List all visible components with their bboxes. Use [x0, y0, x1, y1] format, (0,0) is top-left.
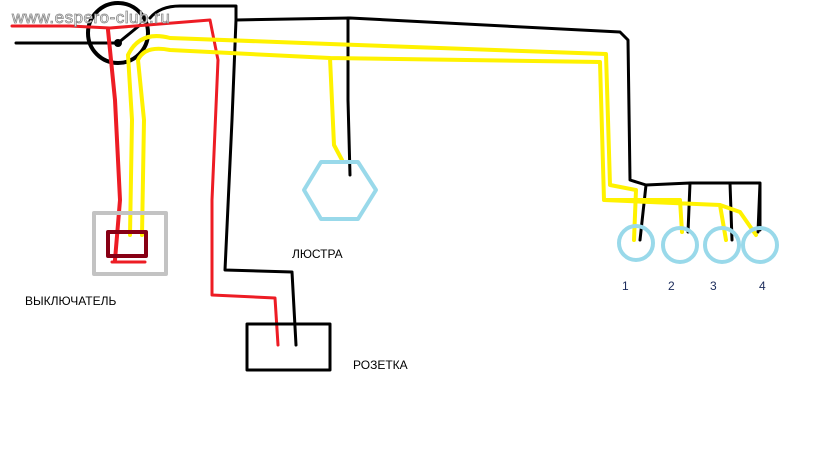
junction-box — [86, 1, 150, 65]
switched-wire-1 — [126, 34, 638, 242]
chandelier-icon — [302, 160, 378, 221]
lamp-4-icon — [741, 226, 779, 264]
incoming-phase-wire — [10, 24, 112, 30]
watermark: www.espero-club.ru — [12, 8, 171, 28]
lamp-2-icon — [661, 226, 699, 264]
lamp-3-label: 3 — [710, 279, 717, 293]
lamp-3-icon — [703, 226, 741, 264]
incoming-neutral-wire — [14, 23, 142, 45]
switch-box — [92, 211, 168, 276]
switch-key — [106, 230, 148, 258]
neutral-wire-lamps — [148, 4, 762, 242]
lamp-4-label: 4 — [759, 279, 766, 293]
lamp-2-label: 2 — [668, 279, 675, 293]
lamp-1-icon — [617, 224, 655, 262]
lamp-1-label: 1 — [622, 279, 629, 293]
neutral-wire-socket — [223, 18, 298, 347]
neutral-wire-chandelier — [346, 16, 352, 177]
socket-label: РОЗЕТКА — [353, 358, 408, 372]
socket-box — [245, 322, 332, 372]
switch-label: ВЫКЛЮЧАТЕЛЬ — [25, 294, 117, 308]
switched-wire-2 — [136, 46, 758, 242]
phase-wire-socket — [108, 18, 280, 347]
chandelier-label: ЛЮСТРА — [292, 247, 343, 261]
